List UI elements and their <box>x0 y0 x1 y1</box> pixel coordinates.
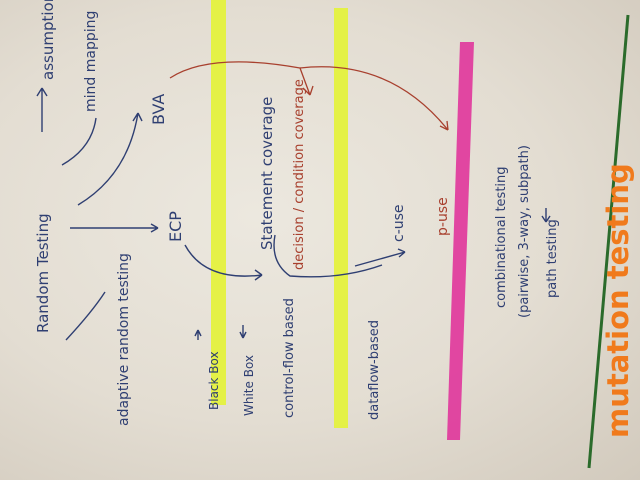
yellow-highlighter-stroke-right <box>334 8 348 428</box>
label-mutation-testing: mutation testing <box>601 163 635 438</box>
red-ink-arrows <box>169 61 449 131</box>
label-combinational-detail: (pairwise, 3-way, subpath) <box>517 145 532 318</box>
adaptive-underline <box>65 291 106 341</box>
label-dataflow-based: dataflow-based <box>367 320 382 420</box>
arrow-to-cuse <box>354 248 406 267</box>
arrow-ecp-to-statement <box>184 244 263 281</box>
arrow-bva-to-decision <box>169 61 314 96</box>
arrow-to-path-testing <box>541 208 551 223</box>
label-assumptions: assumptions <box>39 0 57 80</box>
green-marker-line <box>587 14 630 469</box>
label-statement-coverage: Statement coverage <box>258 97 276 250</box>
pink-highlighter-stroke <box>447 42 474 440</box>
label-mind-mapping: mind mapping <box>83 11 99 112</box>
curve-mind-mapping <box>61 117 97 166</box>
arrow-black-box <box>194 329 202 340</box>
yellow-highlighter-stroke-left <box>211 0 226 405</box>
label-c-use: c-use <box>391 204 407 242</box>
arrow-white-box <box>239 325 247 339</box>
label-combinational-testing: combinational testing <box>494 166 509 308</box>
label-black-box: Black Box <box>207 351 221 410</box>
label-random-testing: Random Testing <box>34 213 52 333</box>
brace-statement-decision <box>273 234 383 278</box>
label-p-use: p-use <box>435 197 451 236</box>
label-decision-condition-coverage: decision / condition coverage <box>292 79 307 270</box>
label-bva: BVA <box>149 94 168 125</box>
arrow-bva-to-puse <box>299 66 449 131</box>
label-adaptive-random-testing: adaptive random testing <box>116 253 132 426</box>
label-white-box: White Box <box>242 355 256 416</box>
label-path-testing: path testing <box>545 219 560 298</box>
arrow-random-to-assumptions <box>36 87 48 132</box>
ink-arrows <box>36 87 551 341</box>
arrow-to-bva <box>77 112 143 206</box>
arrow-to-ecp <box>70 223 159 233</box>
label-ecp: ECP <box>166 211 185 242</box>
label-control-flow-based: control-flow based <box>282 298 297 418</box>
